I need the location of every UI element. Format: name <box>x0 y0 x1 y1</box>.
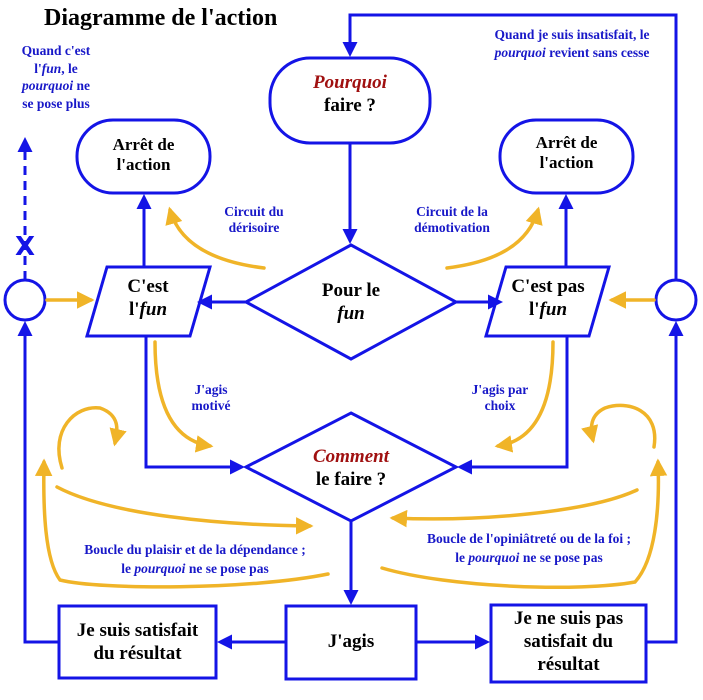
annotation-demotivation: Circuit de la démotivation <box>414 204 490 236</box>
junction-right <box>654 278 698 322</box>
node-arret-right <box>498 118 635 195</box>
page-title: Diagramme de l'action <box>44 5 278 31</box>
junction-left <box>3 278 47 322</box>
comment-word: Comment <box>312 446 389 467</box>
node-cest-fun <box>85 265 212 338</box>
annotation-plaisir: Boucle du plaisir et de la dépendance ; … <box>84 542 306 576</box>
loop-plaisir-top <box>55 485 314 535</box>
arrow-jagis-choix <box>494 340 555 453</box>
node-cest-pas-fun <box>484 265 611 338</box>
pourquoi-word: Pourquoi <box>313 72 387 93</box>
annotation-fun-left: Quand c'est l'fun, le pourquoi ne se pos… <box>21 43 91 111</box>
node-comment-label: Comment le faire ? <box>291 446 411 492</box>
annotation-derisoire: Circuit du dérisoire <box>224 204 284 236</box>
node-pour-le-fun <box>242 243 460 361</box>
annotation-motive: J'agis motivé <box>191 382 231 414</box>
node-jagis-label: J'agis <box>327 631 375 652</box>
loop-plaisir-upper <box>57 406 127 470</box>
node-pourquoi-label: Pourquoi faire ? <box>270 72 430 118</box>
annotation-insatisfait-top: Quand je suis insatisfait, le pourquoi r… <box>494 27 650 61</box>
arrow-cestpasfun-to-comment <box>457 336 569 475</box>
node-arret-left-label: Arrêt de l'action <box>112 135 175 175</box>
node-arret-left <box>75 118 212 195</box>
loop-plaisir-bottom <box>34 458 330 589</box>
arrow-circuit-derisoire <box>165 206 266 270</box>
stop-x-mark: X <box>14 232 36 262</box>
annotation-choix: J'agis par choix <box>471 382 529 414</box>
arrow-junction-to-pourquoi <box>342 13 678 280</box>
arrow-satisfait-to-junction <box>17 321 59 644</box>
node-insatisfait <box>489 603 648 684</box>
node-insatisfait-label: Je ne suis pas satisfait du résultat <box>513 608 624 675</box>
loop-opiniatrete-upper <box>581 403 657 449</box>
node-satisfait <box>57 604 218 680</box>
arrow-cestfun-to-comment <box>144 336 245 475</box>
loop-opiniatrete-top <box>389 488 639 528</box>
node-pour-le-fun-label: Pour le fun <box>321 280 381 324</box>
annotation-opiniatrete: Boucle de l'opiniâtreté ou de la foi ; l… <box>426 531 632 565</box>
arrow-jagis-motive <box>153 340 214 453</box>
loop-opiniatrete-bottom <box>380 458 668 590</box>
arrow-circuit-demotivation <box>445 206 543 270</box>
node-cest-fun-label: C'est l'fun <box>127 276 169 320</box>
node-satisfait-label: Je suis satisfait du résultat <box>76 620 199 664</box>
node-arret-right-label: Arrêt de l'action <box>535 133 598 173</box>
node-cest-pas-fun-label: C'est pas l'fun <box>511 276 585 320</box>
arrow-insatisfait-to-junction <box>646 321 684 644</box>
